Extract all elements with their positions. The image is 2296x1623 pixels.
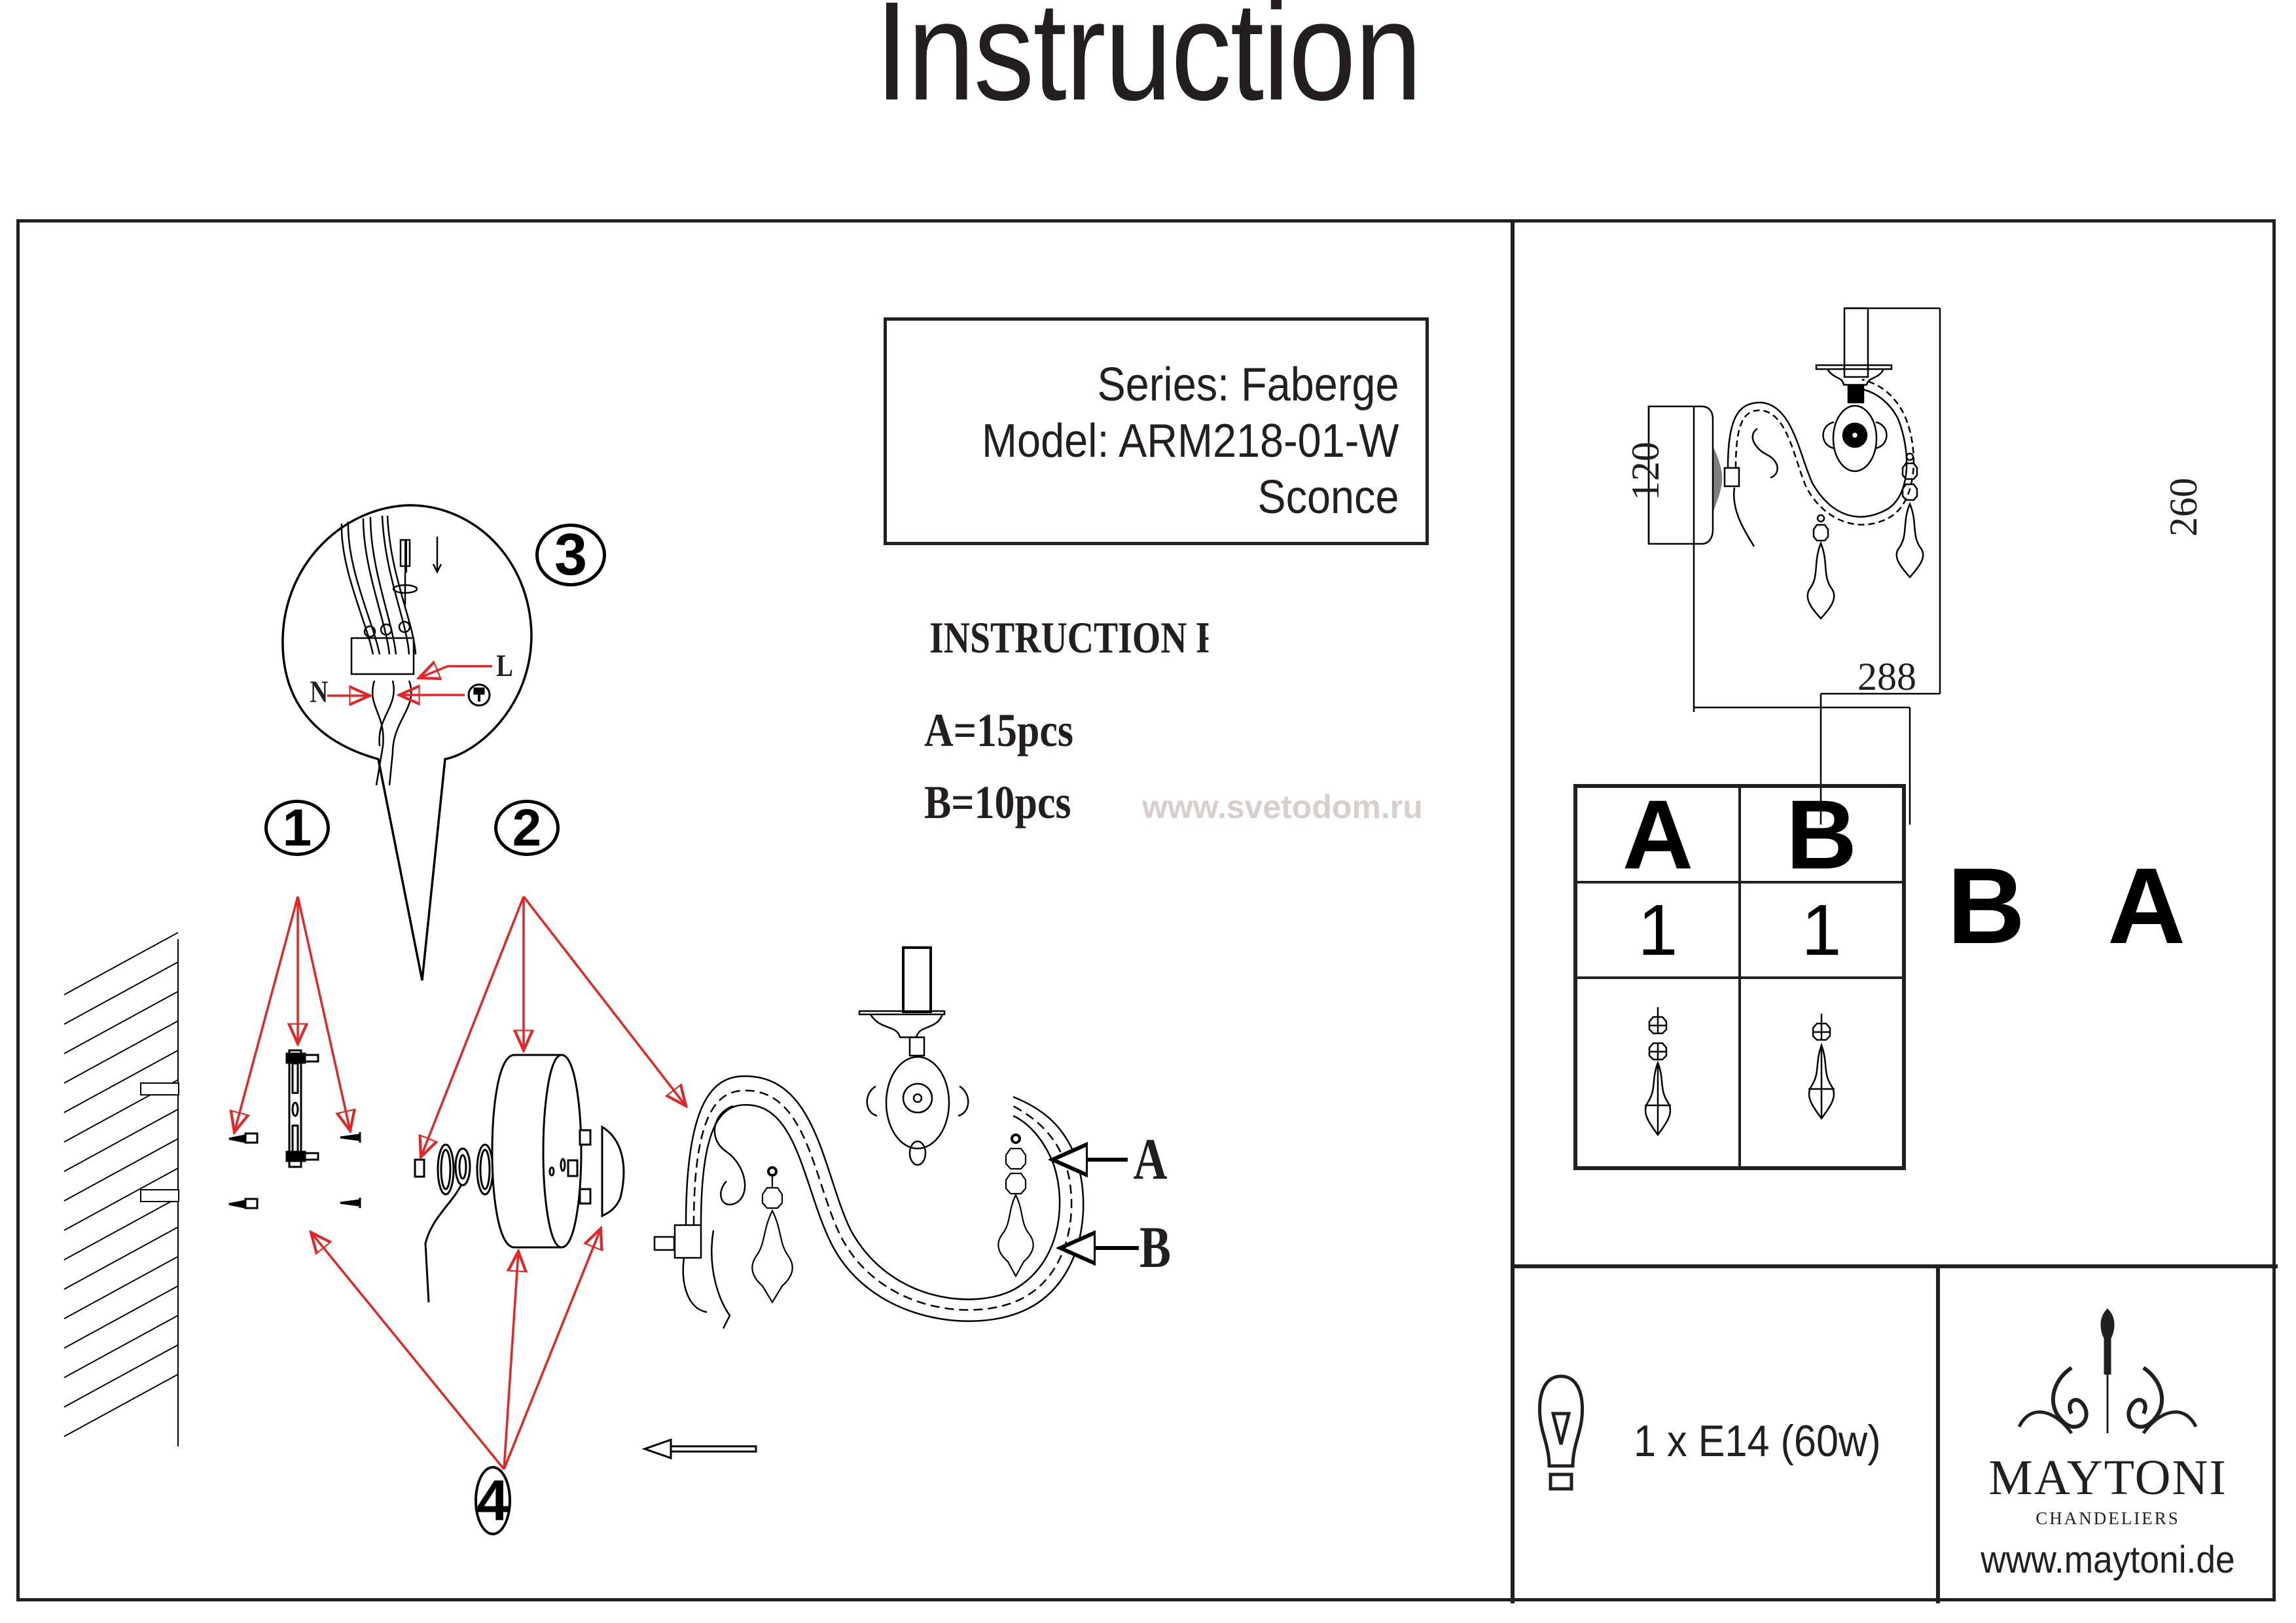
- wiring-detail-callout: [281, 504, 533, 981]
- step-1-badge: 1: [264, 800, 330, 856]
- wiring-detail-lines: [340, 515, 442, 786]
- side-label-b: B: [1947, 846, 2026, 966]
- step-red-arrows: [234, 895, 686, 1471]
- label-b: B: [1139, 1215, 1172, 1280]
- product-info-box: Series: Faberge Model: ARM218-01-W Sconc…: [884, 317, 1429, 545]
- model-label: Model: ARM218-01-W: [982, 415, 1399, 467]
- label-a: A: [1133, 1127, 1168, 1192]
- quantity-a: A=15pcs: [924, 704, 1073, 757]
- step-3-badge: 3: [535, 524, 606, 586]
- dimension-260: 260: [2162, 478, 2205, 537]
- step-2-badge: 2: [494, 800, 560, 856]
- dimension-288: 288: [1857, 655, 1916, 698]
- wiring-red-pointers: [327, 666, 492, 696]
- sconce-arm-assembly: [653, 946, 1085, 1329]
- divider-vertical-main: [1511, 219, 1515, 1603]
- crystal-table: A B 1 1: [1573, 779, 1906, 1170]
- ground-icon: [467, 683, 491, 707]
- step-4-badge: 4: [475, 1466, 511, 1535]
- watermark: www.svetodom.ru: [1142, 789, 1423, 825]
- side-label-a: A: [2108, 846, 2186, 966]
- divider-horizontal-right: [1511, 1264, 2278, 1268]
- product-type-label: Sconce: [1257, 471, 1399, 524]
- canopy-parts: [414, 1054, 625, 1303]
- direction-arrow: [641, 1438, 757, 1460]
- wall-hatch: [63, 932, 179, 1446]
- crystal-table-count-a: 1: [1576, 882, 1740, 978]
- page-title: Instruction: [874, 0, 1422, 130]
- brand-name: MAYTONI: [1988, 1450, 2227, 1505]
- series-label: Series: Faberge: [1097, 359, 1399, 411]
- crystal-table-header-a: A: [1576, 779, 1740, 889]
- wall-anchors: [228, 1132, 361, 1209]
- live-label: L: [496, 649, 513, 683]
- crystal-table-count-b: 1: [1740, 882, 1903, 978]
- crystal-table-header-b: B: [1740, 779, 1903, 889]
- quantity-b: B=10pcs: [924, 776, 1071, 829]
- instruction-heading: INSTRUCTION FOR: [929, 613, 1208, 662]
- divider-vertical-footer: [1936, 1264, 1940, 1603]
- drawing-frame: [16, 219, 2276, 1601]
- crystal-pendants-assembly: [751, 1133, 1034, 1304]
- light-bulb-icon: [1537, 1374, 1585, 1491]
- mounting-bracket: [285, 1049, 319, 1168]
- dimension-drawing: [1647, 307, 1941, 825]
- brand-subtitle: CHANDELIERS: [2036, 1508, 2180, 1528]
- bulb-spec: 1 x E14 (60w): [1634, 1416, 1881, 1466]
- crystal-pendant-short-icon: [1740, 978, 1903, 1168]
- dimension-120: 120: [1624, 442, 1667, 501]
- neutral-label: N: [310, 675, 329, 709]
- crystal-pendant-long-icon: [1576, 978, 1740, 1168]
- ab-pointer-arrows: [1052, 1160, 1139, 1248]
- maytoni-logo-icon: [2017, 1308, 2198, 1435]
- brand-url[interactable]: www.maytoni.de: [1981, 1539, 2235, 1581]
